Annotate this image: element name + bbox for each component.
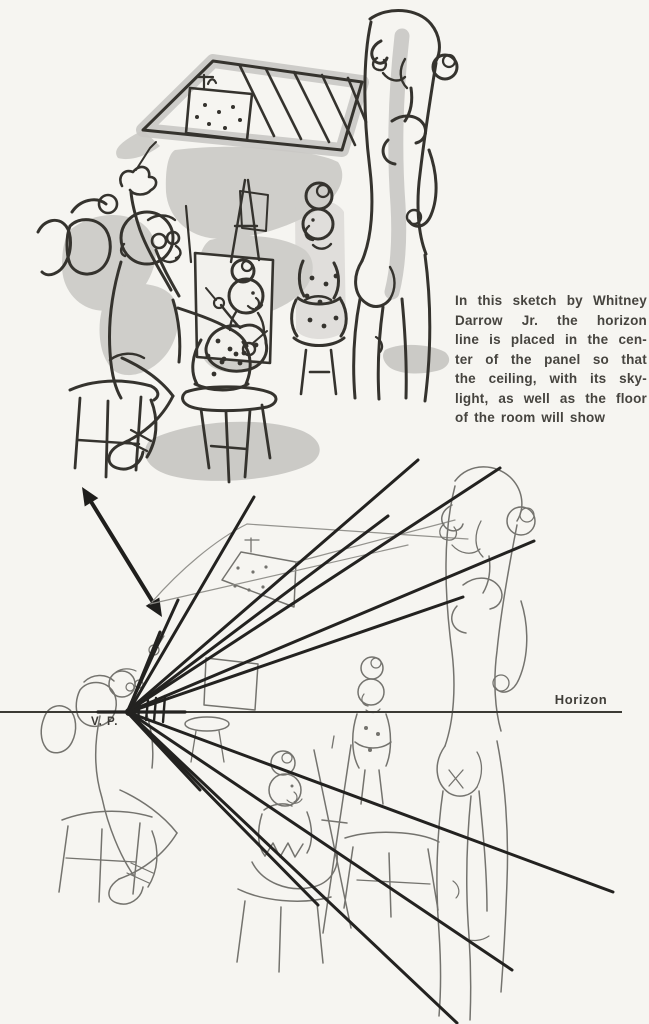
topknot-woman bbox=[290, 181, 348, 396]
bun-woman bbox=[204, 258, 269, 373]
connector-arrow bbox=[82, 487, 162, 617]
caption-line: of the room will show bbox=[455, 410, 606, 425]
top-sketch-ink bbox=[36, 8, 459, 484]
skylight-dots bbox=[195, 103, 242, 130]
pencil-model-figure bbox=[436, 466, 536, 1021]
model-figure bbox=[352, 8, 459, 403]
horizon-label: Horizon bbox=[554, 692, 608, 707]
chairs-and-legs bbox=[68, 338, 278, 484]
bottom-sketch-pencil bbox=[40, 466, 536, 1021]
horizon-tick-marks bbox=[136, 694, 167, 724]
vanishing-point-label: V. P. bbox=[91, 716, 119, 728]
pencil-skylight-dots bbox=[233, 565, 268, 592]
artists-group bbox=[36, 141, 268, 400]
perspective-rays bbox=[96, 458, 615, 1024]
skylight-hatching bbox=[238, 64, 368, 147]
vanishing-point-marker bbox=[125, 708, 133, 716]
